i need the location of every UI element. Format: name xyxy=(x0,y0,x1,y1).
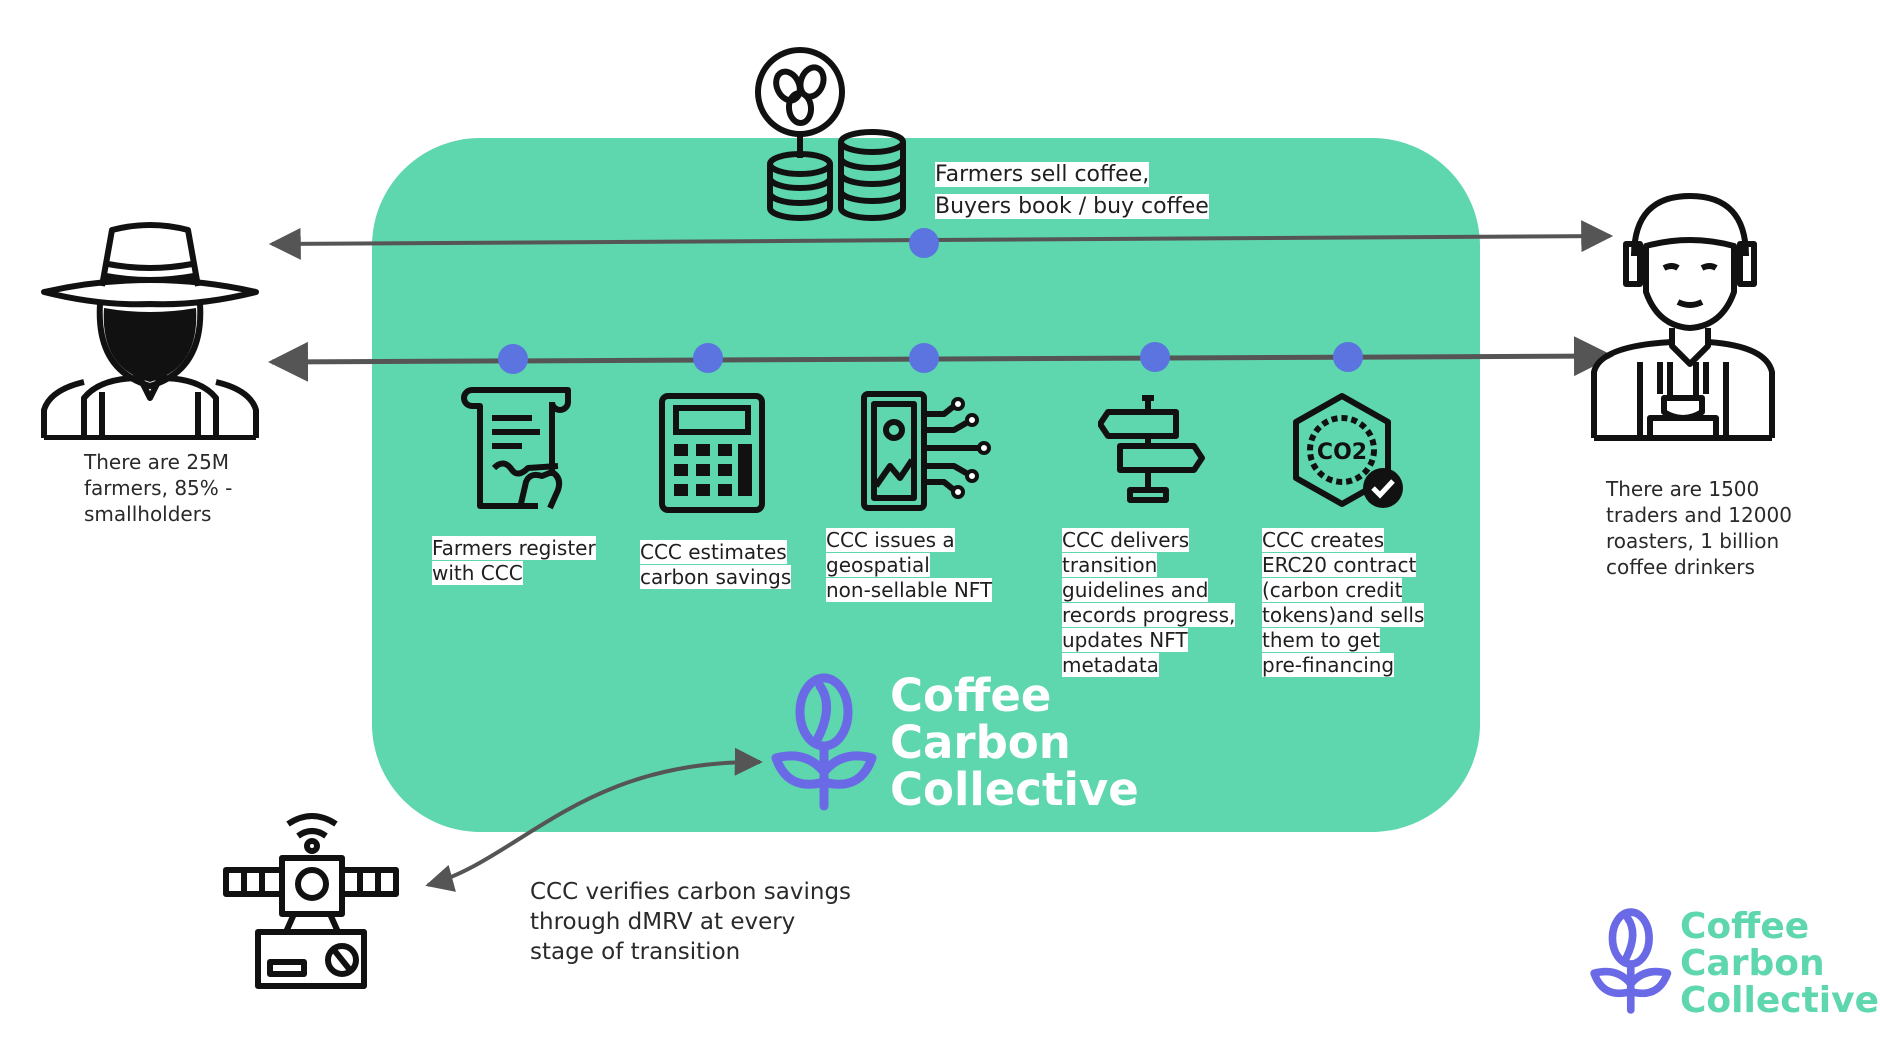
dmrv-note-line: through dMRV at every xyxy=(530,909,796,935)
buyers-note-line: traders and 12000 xyxy=(1606,503,1792,527)
dmrv-note: CCC verifies carbon savings through dMRV… xyxy=(530,877,851,967)
dmrv-note-line: CCC verifies carbon savings xyxy=(530,879,852,905)
farmers-note-line: smallholders xyxy=(84,502,212,526)
trade-label-line2: Buyers book / buy coffee xyxy=(935,194,1209,219)
brand-line: Collective xyxy=(1680,980,1880,1021)
coffee-coins-icon xyxy=(755,47,906,221)
step-label-line: carbon savings xyxy=(640,565,792,589)
contract-signing-icon xyxy=(461,387,571,510)
step-label-line: ERC20 contract xyxy=(1262,553,1417,577)
step-label-line: pre-financing xyxy=(1262,653,1395,677)
brand-line: Coffee xyxy=(890,669,1052,722)
buyers-note: There are 1500 traders and 12000 roaster… xyxy=(1606,476,1792,580)
step-label-line: them to get xyxy=(1262,628,1380,652)
buyers-note-line: There are 1500 xyxy=(1606,477,1760,501)
step-label-line: transition xyxy=(1062,553,1158,577)
step-label-estimate: CCC estimates carbon savings xyxy=(640,540,792,590)
step-label-register: Farmers register with CCC xyxy=(432,536,596,586)
step-label-line: CCC estimates xyxy=(640,540,787,564)
coffee-trade-arrow xyxy=(268,220,1614,260)
brand-line: Carbon xyxy=(1680,943,1825,984)
ccc-process-arrow xyxy=(268,336,1614,382)
step-dot xyxy=(1333,342,1363,372)
buyers-note-line: roasters, 1 billion xyxy=(1606,529,1780,553)
ccc-brand-name-small: Coffee Carbon Collective xyxy=(1680,908,1879,1019)
brand-line: Carbon xyxy=(890,716,1071,769)
dmrv-arrow xyxy=(425,747,763,892)
step-label-line: guidelines and xyxy=(1062,578,1209,602)
step-dot xyxy=(1140,342,1170,372)
step-label-line: CCC issues a xyxy=(826,528,955,552)
trade-label-line1: Farmers sell coffee, xyxy=(935,162,1150,187)
step-label-line: Farmers register xyxy=(432,536,596,560)
step-label-line: tokens)and sells xyxy=(1262,603,1425,627)
satellite-icon xyxy=(223,813,399,989)
ccc-brand-name: Coffee Carbon Collective xyxy=(890,672,1139,813)
step-dot xyxy=(693,343,723,373)
farmers-note: There are 25M farmers, 85% - smallholder… xyxy=(84,449,232,527)
step-dot xyxy=(498,344,528,374)
ccc-sprout-logo xyxy=(771,673,877,811)
digital-nft-icon xyxy=(861,391,991,511)
step-label-line: geospatial xyxy=(826,553,930,577)
brand-line: Collective xyxy=(890,763,1139,816)
step-label-line: CCC delivers xyxy=(1062,528,1190,552)
trade-dot xyxy=(909,228,939,258)
step-label-line: (carbon credit xyxy=(1262,578,1403,602)
farmers-note-line: There are 25M xyxy=(84,450,230,474)
farmer-icon xyxy=(41,222,259,440)
trade-label: Farmers sell coffee, Buyers book / buy c… xyxy=(935,159,1209,223)
svg-text:CO2: CO2 xyxy=(1317,440,1367,465)
step-label-line: updates NFT xyxy=(1062,628,1188,652)
brand-line: Coffee xyxy=(1680,906,1810,947)
step-label-line: records progress, xyxy=(1062,603,1236,627)
step-label-line: non-sellable NFT xyxy=(826,578,993,602)
farmers-note-line: farmers, 85% - xyxy=(84,476,233,500)
step-label-guidelines: CCC delivers transition guidelines and r… xyxy=(1062,528,1236,678)
step-label-line: metadata xyxy=(1062,653,1159,677)
buyers-note-line: coffee drinkers xyxy=(1606,555,1755,579)
ccc-sprout-logo-small xyxy=(1590,908,1672,1014)
step-dot xyxy=(909,343,939,373)
signpost-icon xyxy=(1098,395,1205,503)
barista-icon xyxy=(1591,193,1775,441)
step-label-erc20: CCC creates ERC20 contract (carbon credi… xyxy=(1262,528,1425,678)
step-label-nft: CCC issues a geospatial non-sellable NFT xyxy=(826,528,993,603)
step-label-line: with CCC xyxy=(432,561,523,585)
calculator-icon xyxy=(659,393,765,513)
dmrv-note-line: stage of transition xyxy=(530,939,741,965)
step-label-line: CCC creates xyxy=(1262,528,1385,552)
co2-token-icon: CO2 xyxy=(1293,393,1403,508)
